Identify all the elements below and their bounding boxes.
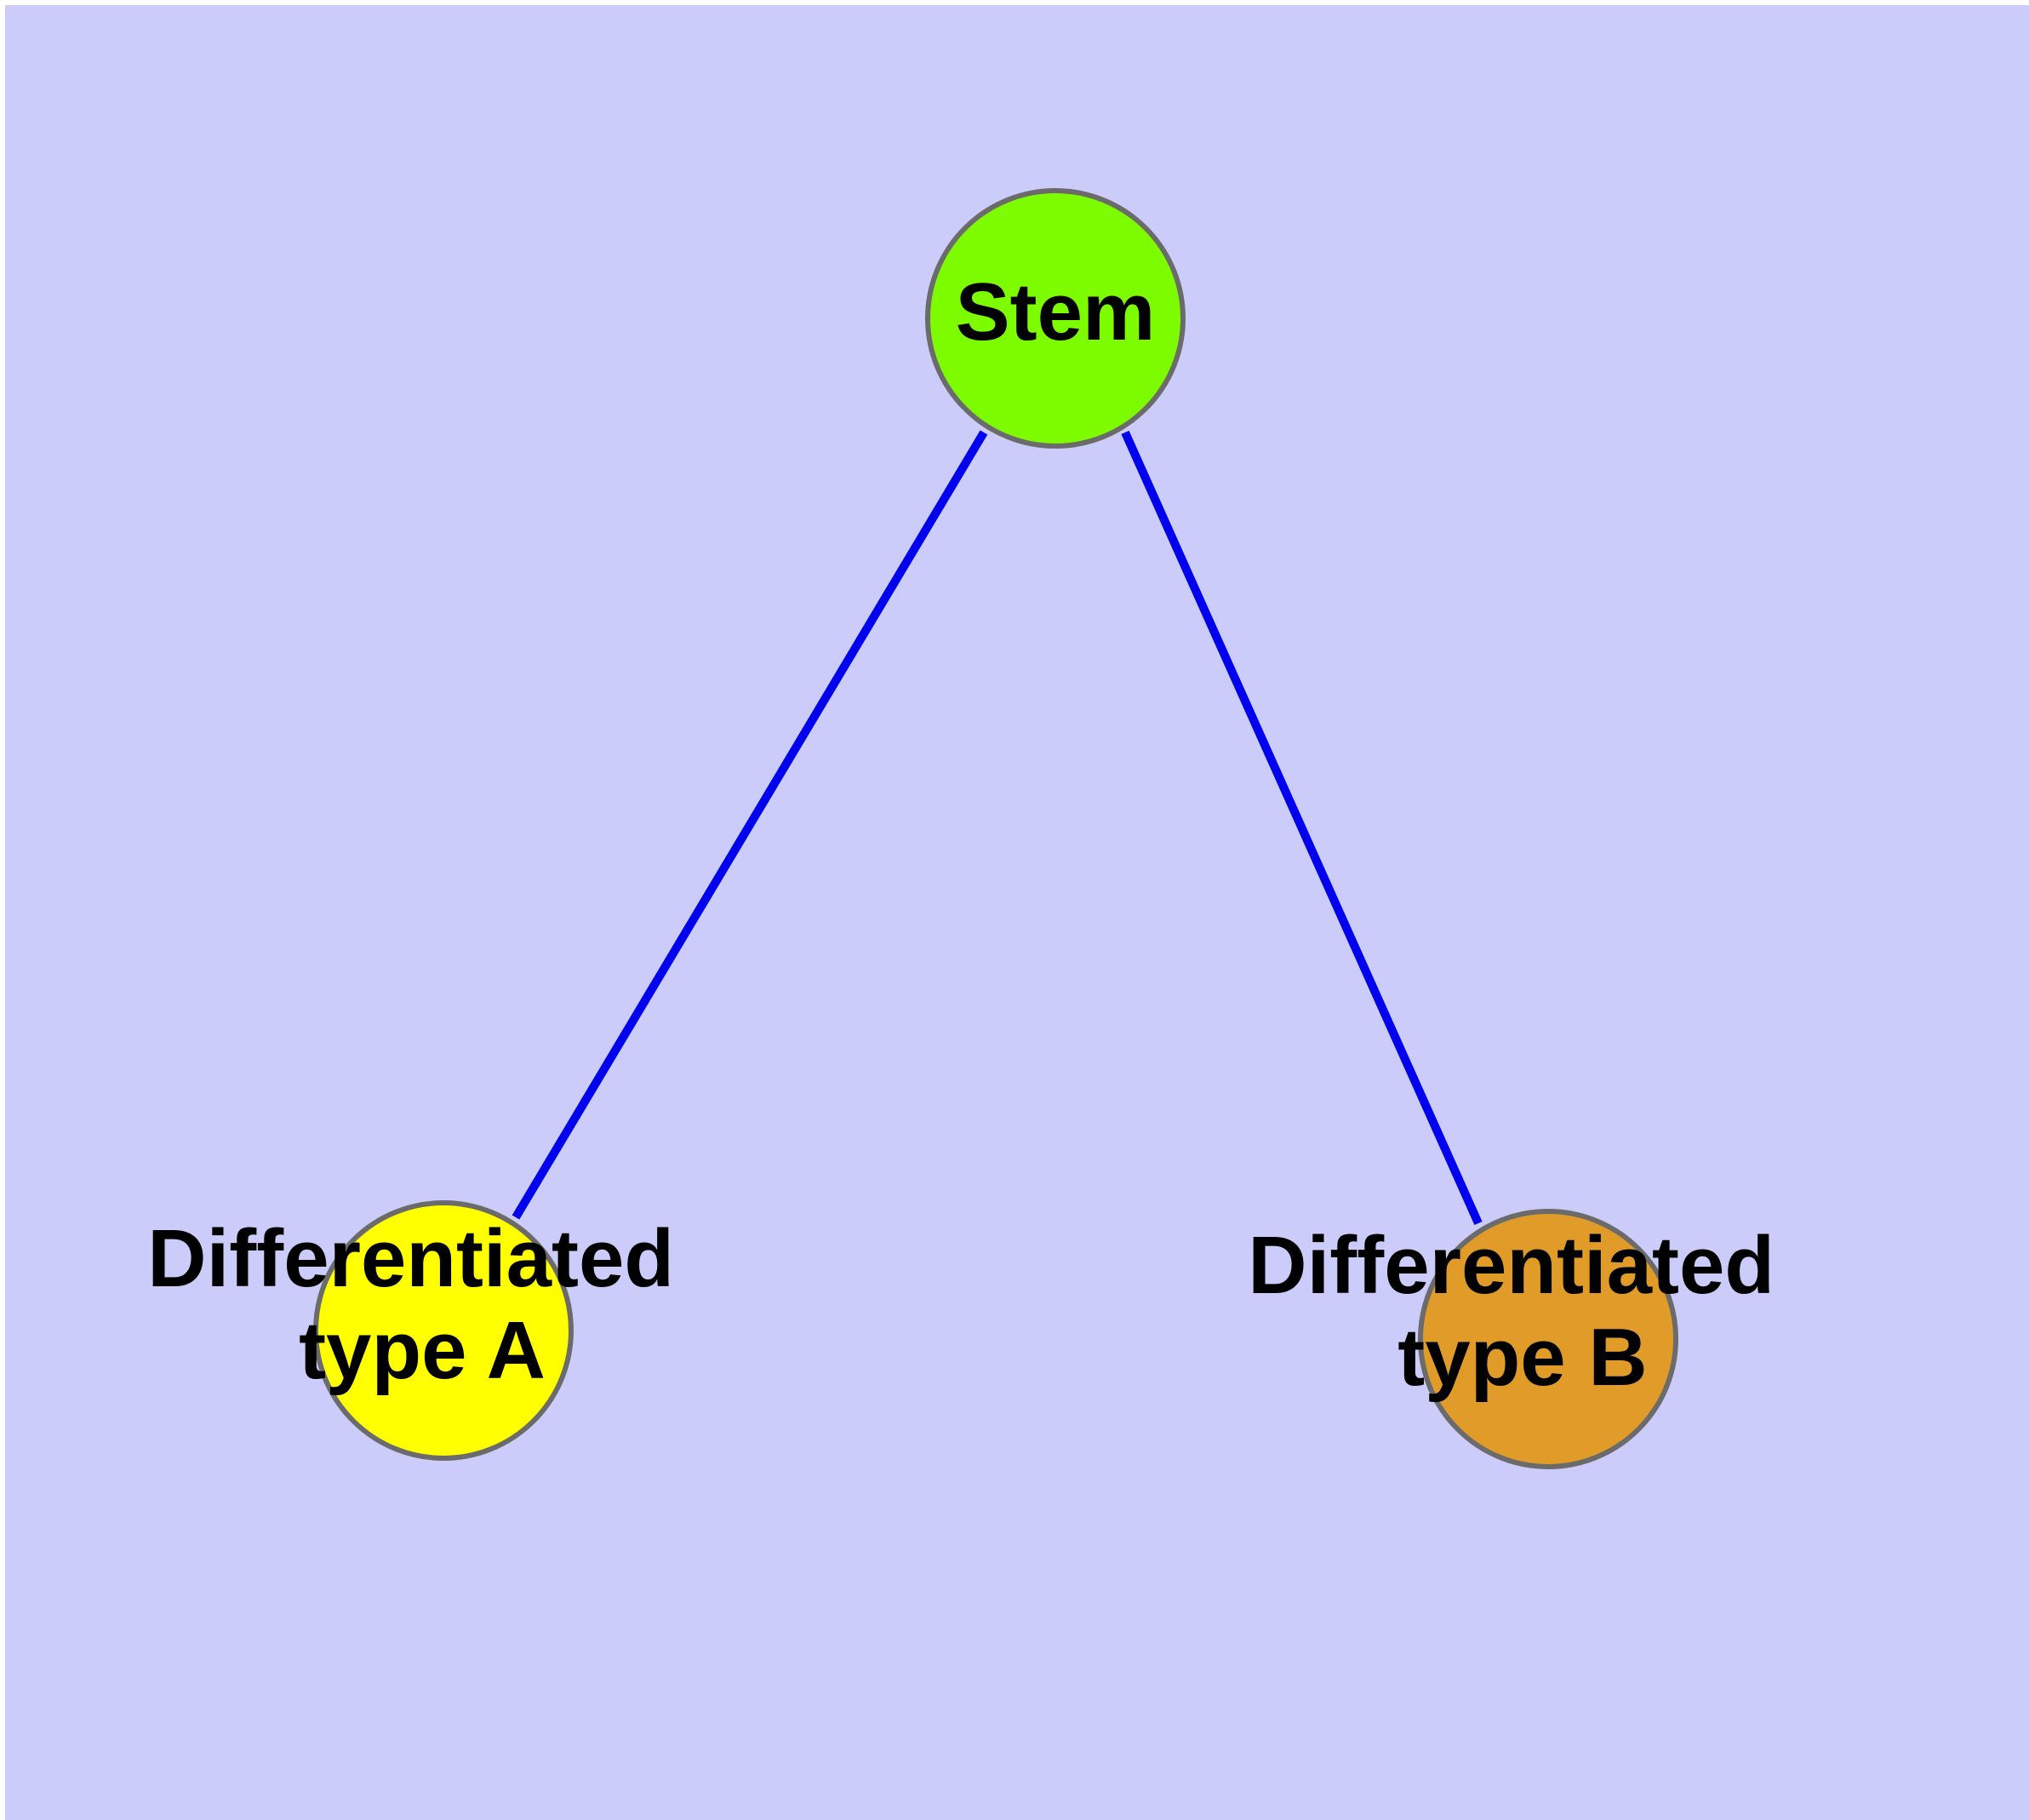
node-differentiated-type-b[interactable]: Differentiated type B [1248,1209,1797,1469]
node-label-diff-b-line-2: type B [1397,1312,1647,1403]
node-stem[interactable]: Stem [925,188,1186,449]
nodes-group: Stem Differentiated type A Differentiate… [147,188,1797,1469]
edges-group [512,430,1483,1226]
node-label-stem-line-1: Stem [956,266,1156,358]
node-circle-differentiated-type-a[interactable] [313,1200,574,1461]
edge-stem-to-diff-b[interactable] [1121,430,1483,1226]
node-label-stem: Stem [956,266,1156,358]
node-circle-differentiated-type-b[interactable] [1418,1209,1678,1469]
node-label-diff-a-line-1: Differentiated [147,1214,674,1305]
node-differentiated-type-a[interactable]: Differentiated type A [147,1200,696,1461]
node-label-differentiated-type-b: Differentiated type B [1248,1221,1797,1404]
node-label-diff-b-line-1: Differentiated [1248,1221,1775,1312]
node-label-differentiated-type-a: Differentiated type A [147,1214,696,1397]
node-circle-stem[interactable] [925,188,1186,449]
node-label-diff-a-line-2: type A [299,1305,546,1396]
edge-stem-to-diff-a[interactable] [512,430,988,1220]
